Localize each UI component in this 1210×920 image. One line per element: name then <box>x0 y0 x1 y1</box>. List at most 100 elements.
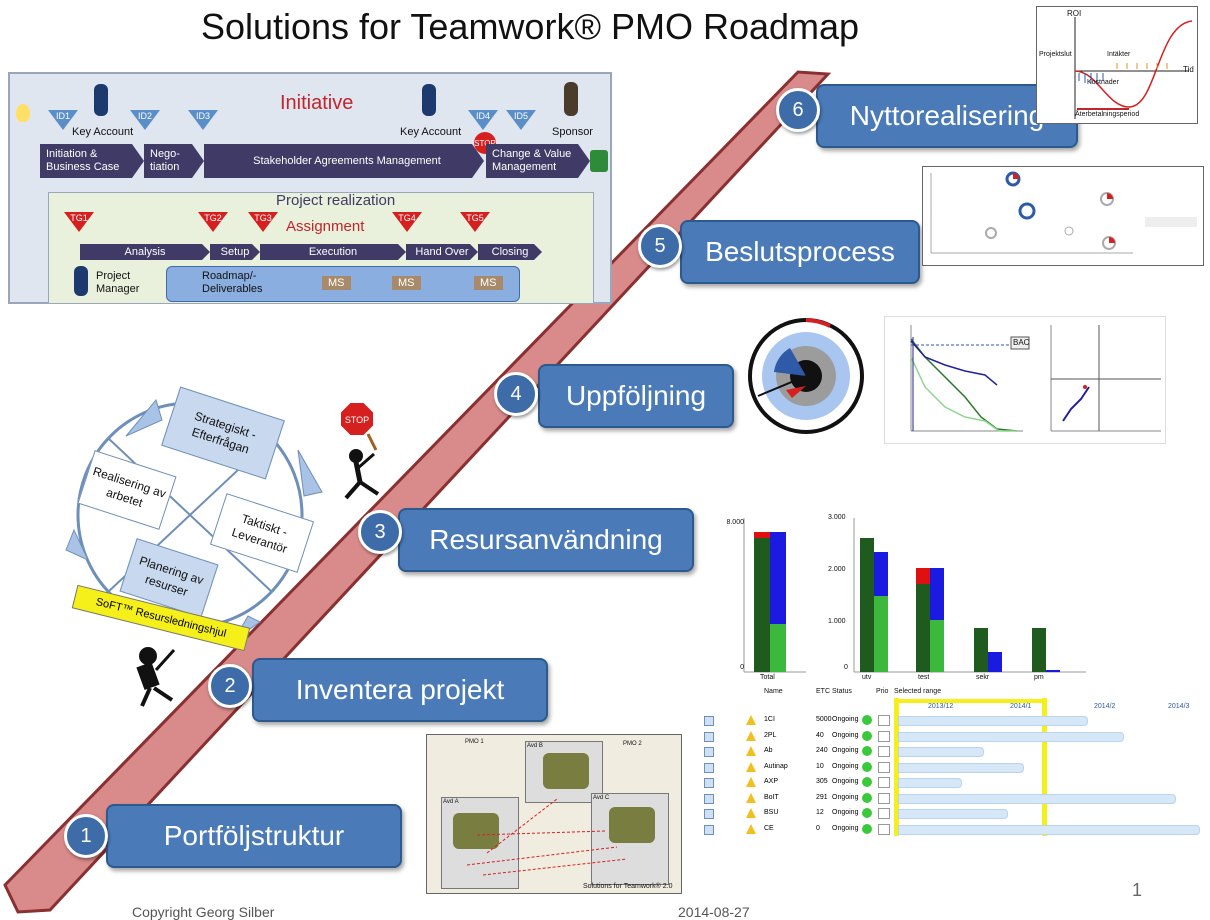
gantt-bar[interactable] <box>898 762 1024 773</box>
prio-select[interactable] <box>878 777 890 788</box>
phase-negotiation: Nego-tiation <box>144 144 204 178</box>
selected-range-bar[interactable] <box>898 699 1044 703</box>
gantt-bar[interactable] <box>898 747 984 757</box>
subphase-analysis: Analysis <box>80 244 210 260</box>
gantt-header-name: Name <box>764 688 783 695</box>
sponsor-person-icon <box>564 82 578 116</box>
right-chart-category-sekr: sekr <box>976 674 990 681</box>
date-text: 2014-08-27 <box>678 904 750 920</box>
row-etc: 305 <box>816 778 828 785</box>
range-end-handle[interactable] <box>1042 698 1047 836</box>
roi-thumbnail: ROI Tid Projektslut Intäkter Kostnader Å… <box>1036 6 1198 124</box>
id4-marker: ID4 <box>468 110 498 130</box>
prio-select[interactable] <box>878 808 890 819</box>
prio-select[interactable] <box>878 823 890 835</box>
warning-icon <box>746 823 756 834</box>
id3-marker: ID3 <box>188 110 218 130</box>
prio-select[interactable] <box>878 792 890 804</box>
left-chart-y-tick-0: 0 <box>740 664 744 671</box>
row-checkbox[interactable] <box>704 716 714 726</box>
roi-label: ROI <box>1067 9 1082 18</box>
key-account-label-1: Key Account <box>72 126 134 138</box>
key-account-person-icon-2 <box>422 84 436 116</box>
bubble-chart-graphic <box>930 171 1197 254</box>
row-checkbox[interactable] <box>704 824 714 835</box>
row-status: Ongoing <box>832 731 859 739</box>
id2-marker: ID2 <box>130 110 160 130</box>
roadmap-deliverables-label: Roadmap/-Deliverables <box>202 270 263 295</box>
briefcase-icon-b <box>543 753 589 789</box>
row-etc: 40 <box>816 731 824 739</box>
row-checkbox[interactable] <box>704 747 714 757</box>
step-3-number: 3 <box>358 510 402 554</box>
avd-c-label: Avd C <box>593 795 610 801</box>
portfolio-links <box>466 798 628 876</box>
row-status: Ongoing <box>832 778 859 785</box>
row-name: BoIT <box>764 793 779 801</box>
warning-icon <box>746 746 756 756</box>
status-smiley-icon <box>862 746 872 756</box>
briefcase-icon-a <box>453 813 499 849</box>
row-name: CE <box>764 824 774 832</box>
prio-select[interactable] <box>878 715 890 726</box>
step-2-button[interactable]: Inventera projekt <box>252 658 548 722</box>
warning-icon <box>746 715 756 725</box>
gantt-header-etc: ETC <box>816 688 830 695</box>
portfolio-thumbnail: PMO 1 PMO 2 Avd A Avd B Avd C Solutions … <box>426 734 682 894</box>
prio-select[interactable] <box>878 746 890 757</box>
row-checkbox[interactable] <box>704 731 714 742</box>
project-realization-label: Project realization <box>276 192 396 209</box>
gantt-bar[interactable] <box>898 793 1176 804</box>
gantt-bar[interactable] <box>898 809 1008 819</box>
gantt-header-prio: Prio <box>876 688 889 695</box>
gantt-bar[interactable] <box>898 824 1200 835</box>
pmo1-label: PMO 1 <box>465 739 484 745</box>
row-name: Ab <box>764 747 773 754</box>
bubble-chart-thumbnail <box>922 166 1204 266</box>
range-start-handle[interactable] <box>894 698 899 836</box>
gantt-bar[interactable] <box>898 778 962 788</box>
row-name: 1CI <box>764 716 775 723</box>
status-smiley-icon <box>862 808 872 818</box>
status-smiley-icon <box>862 715 872 725</box>
step-4-button[interactable]: Uppföljning <box>538 364 734 428</box>
gantt-header-range: Selected range <box>894 688 942 695</box>
step-1-button[interactable]: Portföljstruktur <box>106 804 402 868</box>
right-chart-y-tick-3000: 3.000 <box>828 514 846 521</box>
kostnader-label: Kostnader <box>1087 79 1119 86</box>
prio-select[interactable] <box>878 730 890 742</box>
step-5-button[interactable]: Beslutsprocess <box>680 220 920 284</box>
initiative-panel: Initiative ID1 ID2 ID3 ID4 ID5 Key Accou… <box>8 72 612 304</box>
tid-label: Tid <box>1183 65 1194 74</box>
step-5-number: 5 <box>638 224 682 268</box>
phase-change-value: Change & Value Management <box>486 144 590 178</box>
phase-stakeholder: Stakeholder Agreements Management <box>204 144 484 178</box>
status-smiley-icon <box>862 730 872 741</box>
gantt-month-2013-12: 2013/12 <box>928 703 954 710</box>
followup-charts-graphic <box>910 325 1161 432</box>
right-chart-category-utv: utv <box>862 674 872 681</box>
pushing-figure-icon <box>136 647 176 707</box>
gantt-bar[interactable] <box>898 731 1124 742</box>
gantt-header-status: Status <box>832 688 852 695</box>
project-manager-label: Project Manager <box>96 270 140 295</box>
row-checkbox[interactable] <box>704 809 714 819</box>
avd-b-label: Avd B <box>527 743 543 749</box>
row-checkbox[interactable] <box>704 762 714 773</box>
row-checkbox[interactable] <box>704 793 714 804</box>
copyright-text: Copyright Georg Silber <box>132 904 275 920</box>
row-checkbox[interactable] <box>704 778 714 788</box>
gantt-bar[interactable] <box>898 716 1088 726</box>
resource-bar-charts <box>743 518 1086 673</box>
step-3-button[interactable]: Resursanvändning <box>398 508 694 572</box>
prio-select[interactable] <box>878 761 890 773</box>
aterbetalning-label: Återbetalningsperiod <box>1075 111 1140 118</box>
